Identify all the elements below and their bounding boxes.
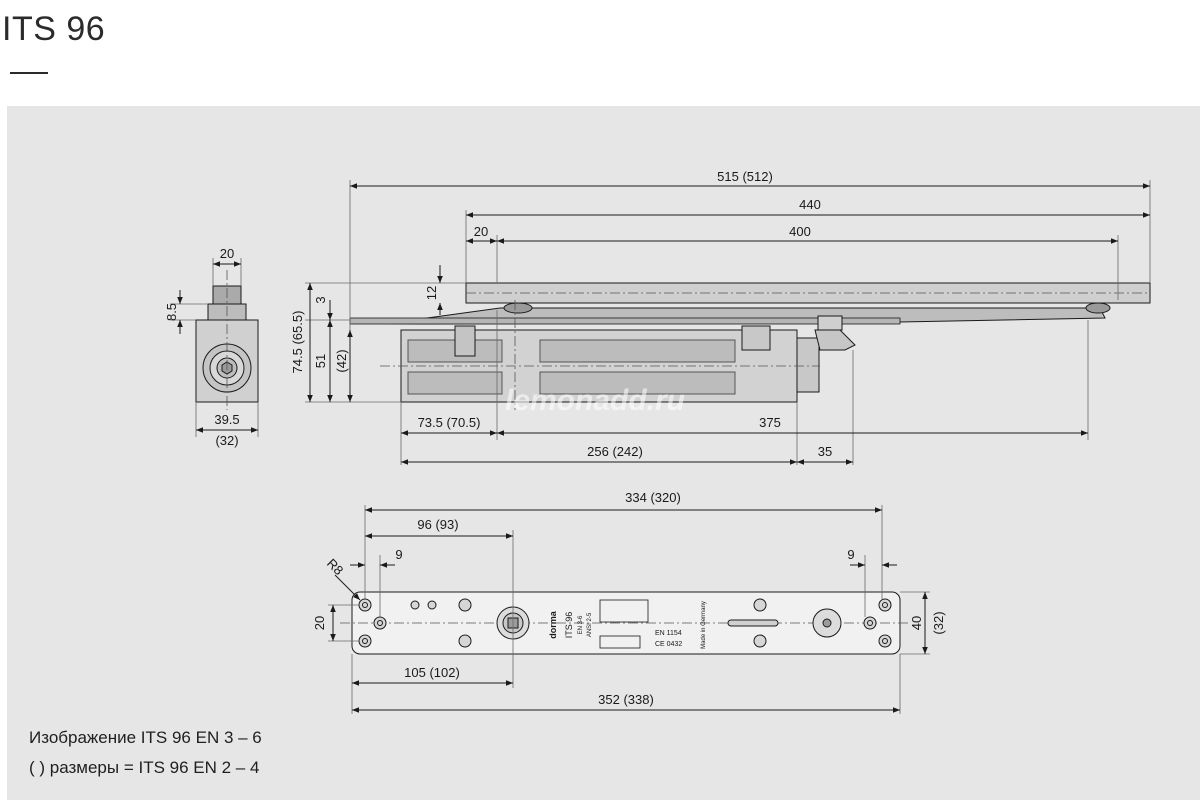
side-view: 20 8.5 39.5 (32) [164, 246, 259, 448]
plate-ansi: ANSI 2-5 [587, 612, 593, 637]
plate-brand: dorma [548, 610, 558, 639]
title-underline [10, 72, 48, 74]
dim-400: 400 [789, 224, 811, 239]
dim-32-plate: (32) [931, 611, 946, 634]
arm-pivot-left [503, 302, 533, 314]
dim-375: 375 [759, 415, 781, 430]
plate-model: ITS 96 [564, 612, 574, 639]
dim-r8: R8 [324, 556, 346, 578]
side-dim-20: 20 [220, 246, 234, 261]
dim-105: 105 (102) [404, 665, 460, 680]
plate-ce: CE 0432 [655, 641, 682, 648]
dim-40: 40 [909, 616, 924, 630]
bracket [814, 329, 856, 351]
dim-256: 256 (242) [587, 444, 643, 459]
plate-made: Made in Germany [701, 601, 707, 649]
drawing-panel: 515 (512) 440 20 400 12 3 74.5 (65.5) 51… [7, 106, 1200, 800]
front-elevation-view: 515 (512) 440 20 400 12 3 74.5 (65.5) 51… [290, 169, 1151, 465]
dim-42: (42) [334, 349, 349, 372]
dim-12: 12 [424, 286, 439, 300]
dim-3: 3 [313, 296, 328, 303]
side-dim-32: (32) [215, 433, 238, 448]
dim-9-left: 9 [395, 547, 402, 562]
dim-515: 515 (512) [717, 169, 773, 184]
dim-9-right: 9 [847, 547, 854, 562]
dim-334: 334 (320) [625, 490, 681, 505]
caption-note-1: Изображение ITS 96 EN 3 – 6 [29, 728, 262, 747]
plate-en: EN 3-6 [578, 615, 584, 634]
dim-20-top: 20 [474, 224, 488, 239]
caption-note-2: ( ) размеры = ITS 96 EN 2 – 4 [29, 758, 260, 777]
dim-96: 96 (93) [417, 517, 458, 532]
dim-73-5: 73.5 (70.5) [418, 415, 481, 430]
technical-drawing: 515 (512) 440 20 400 12 3 74.5 (65.5) 51… [164, 169, 1151, 714]
side-dim-39-5: 39.5 [214, 412, 239, 427]
dim-440: 440 [799, 197, 821, 212]
dim-20-plate: 20 [312, 616, 327, 630]
mounting-plate-view: dorma ITS 96 EN 3-6 ANSI 2-5 EN 1154 CE … [312, 490, 946, 714]
plate-en1154: EN 1154 [655, 630, 682, 637]
page-title: ITS 96 [2, 10, 106, 48]
dim-35: 35 [818, 444, 832, 459]
arm-pivot-right [1085, 302, 1111, 314]
dim-352: 352 (338) [598, 692, 654, 707]
side-dim-8-5: 8.5 [164, 303, 179, 321]
watermark: lemonadd.ru [505, 384, 685, 417]
dim-74-5: 74.5 (65.5) [290, 311, 305, 374]
dim-51: 51 [313, 354, 328, 368]
